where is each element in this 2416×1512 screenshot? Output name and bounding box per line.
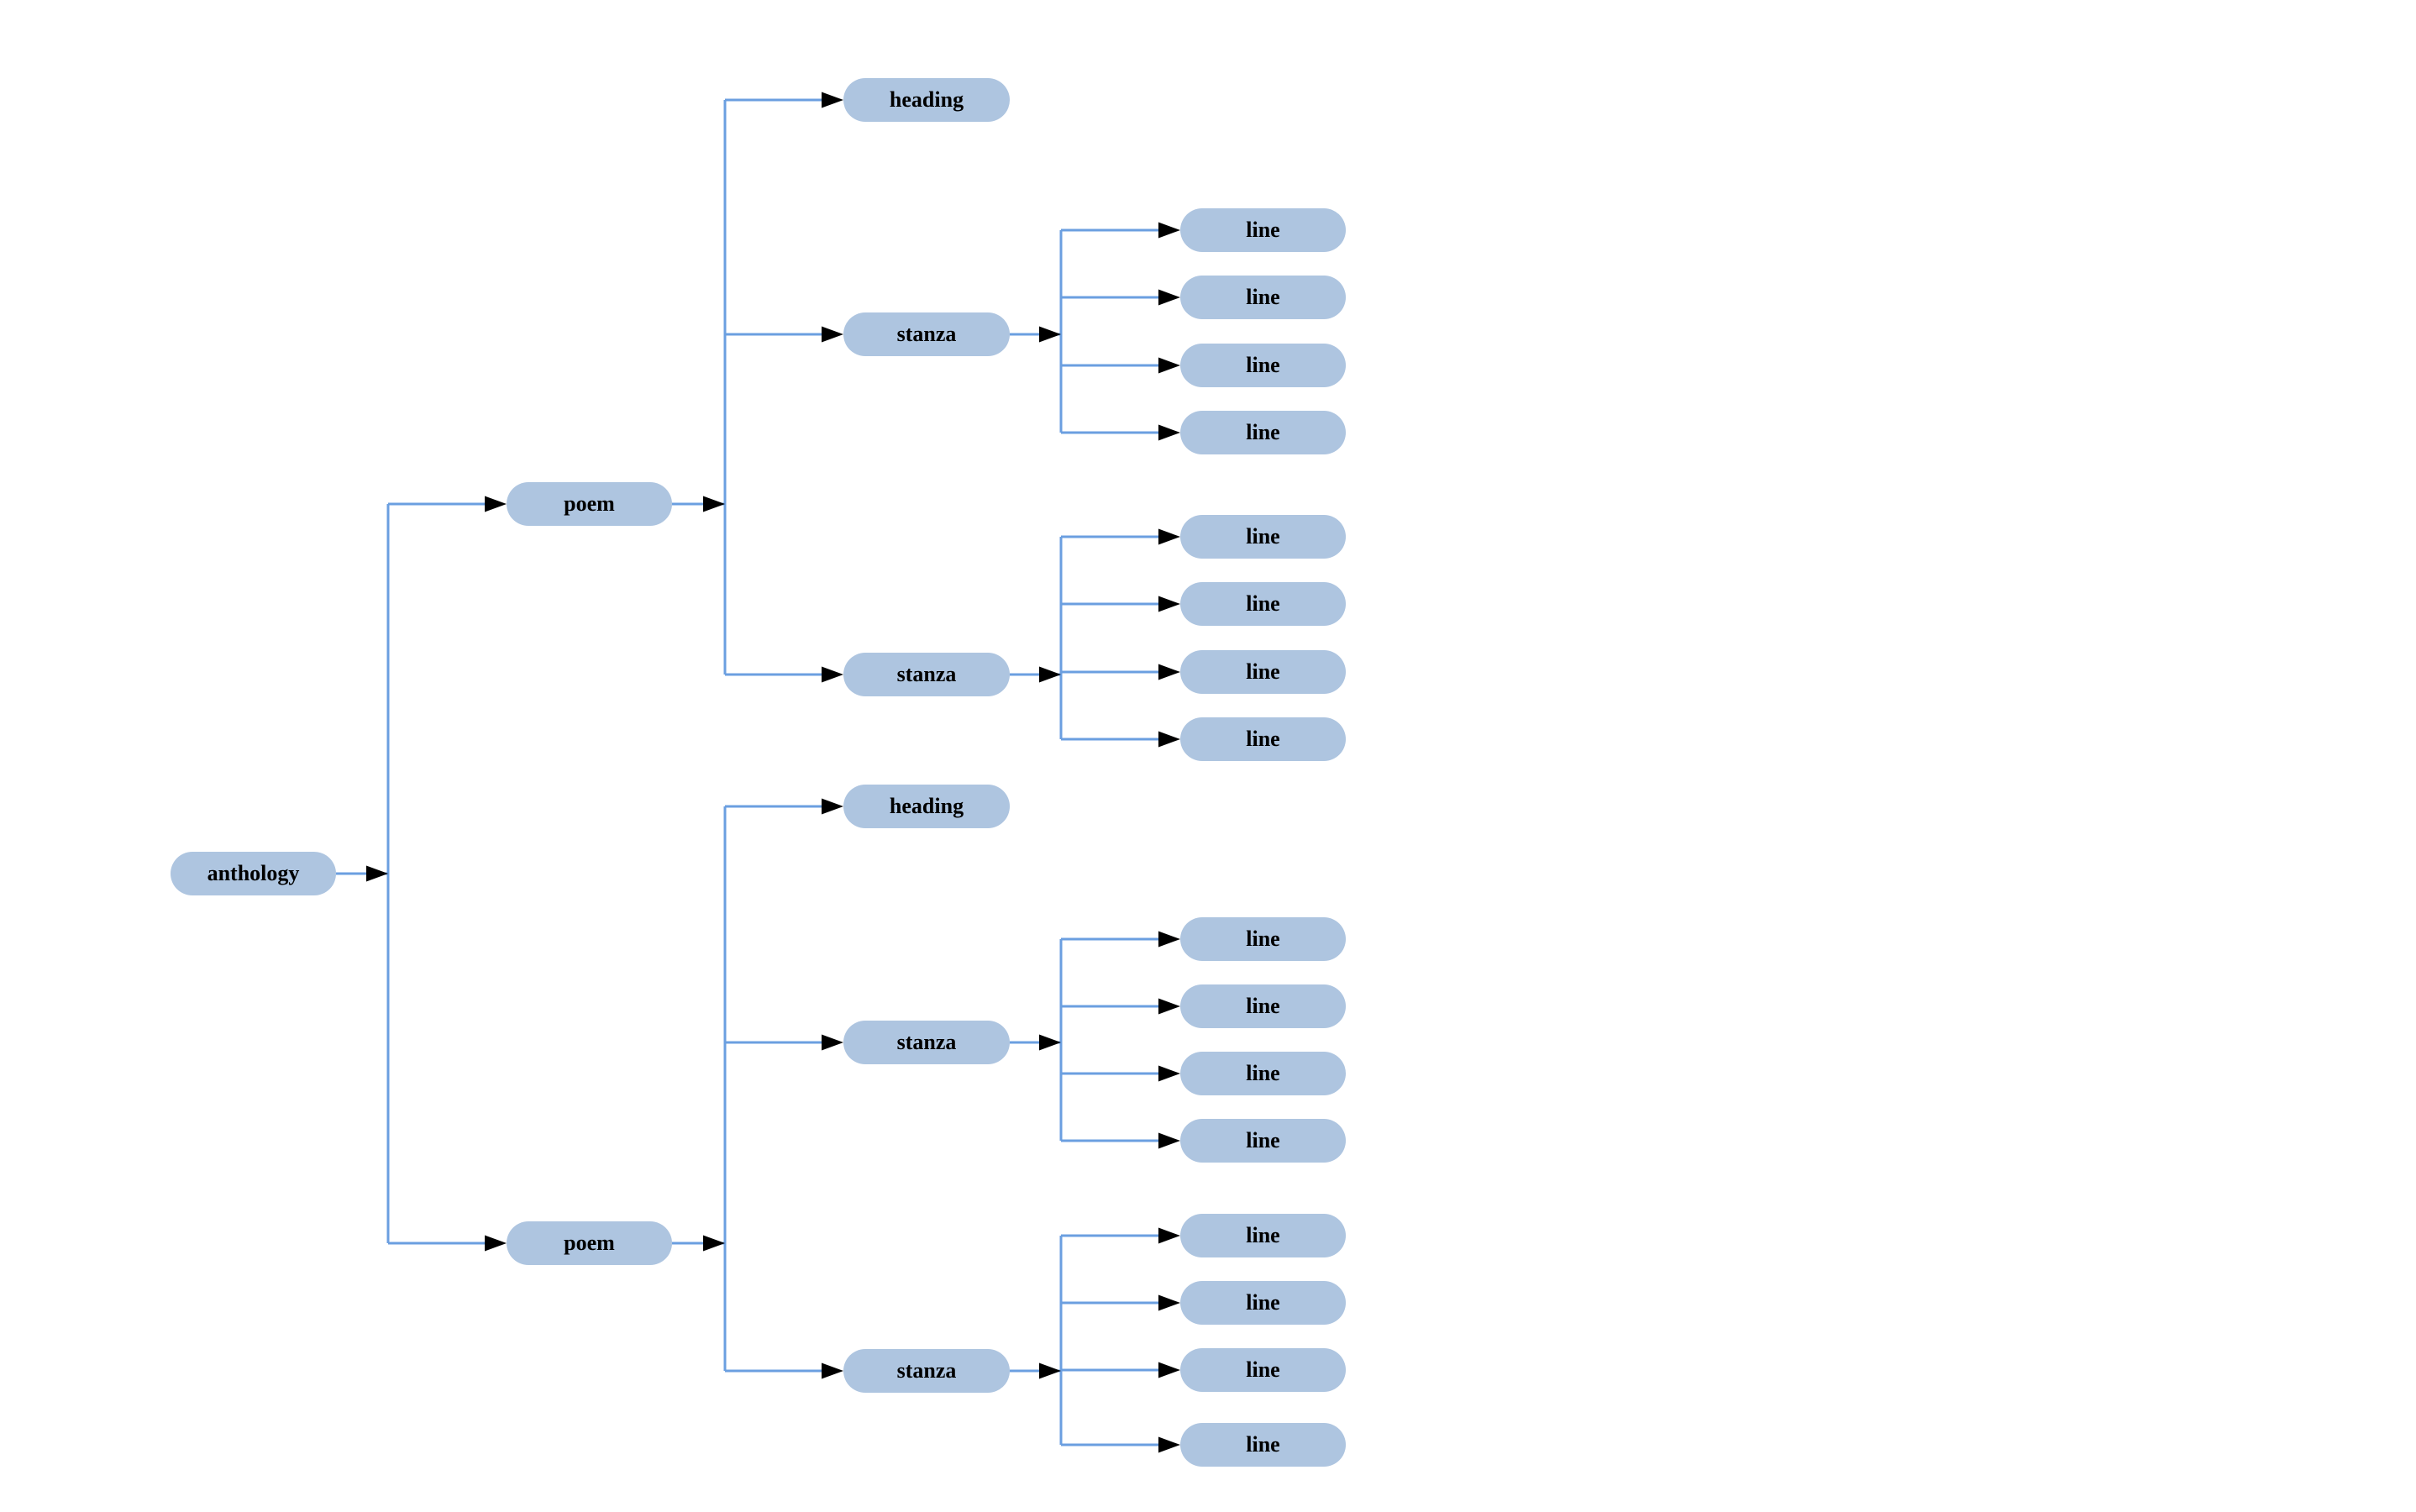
node-stanza-1-2[interactable]: stanza [843,653,1010,696]
node-line-1-1-4[interactable]: line [1180,411,1346,454]
arrowhead-into-trunk-stanza-1-1 [1039,326,1061,343]
arrowhead-line-2-1-1 [1158,931,1180,948]
arrowhead-heading-1 [822,92,843,108]
node-stanza-2-2[interactable]: stanza [843,1349,1010,1393]
node-label: line [1246,1357,1280,1382]
node-label: line [1246,659,1280,684]
arrowhead-line-2-2-1 [1158,1227,1180,1244]
node-label: stanza [896,1358,957,1383]
node-line-2-2-3[interactable]: line [1180,1348,1346,1392]
node-label: line [1246,420,1280,444]
arrowhead-line-1-1-1 [1158,222,1180,239]
node-label: line [1246,1061,1280,1085]
arrowhead-line-2-2-4 [1158,1436,1180,1453]
node-label: poem [564,491,615,516]
node-line-1-2-4[interactable]: line [1180,717,1346,761]
node-line-2-2-2[interactable]: line [1180,1281,1346,1325]
node-label: line [1246,1432,1280,1457]
node-line-2-1-2[interactable]: line [1180,984,1346,1028]
arrowhead-stanza-2-2 [822,1362,843,1379]
node-line-1-1-2[interactable]: line [1180,276,1346,319]
arrowhead-line-1-1-2 [1158,289,1180,306]
node-label: line [1246,1128,1280,1152]
node-label: anthology [207,861,300,885]
node-label: stanza [896,662,957,686]
node-heading-2[interactable]: heading [843,785,1010,828]
arrowhead-into-trunk-poem-1 [703,496,725,512]
arrowhead-line-1-2-1 [1158,528,1180,545]
node-label: heading [889,87,964,112]
node-poem-2[interactable]: poem [507,1221,672,1265]
node-label: line [1246,353,1280,377]
node-line-1-1-1[interactable]: line [1180,208,1346,252]
node-label: stanza [896,1030,957,1054]
node-label: line [1246,727,1280,751]
node-label: line [1246,218,1280,242]
node-label: poem [564,1231,615,1255]
arrowhead-line-2-1-2 [1158,998,1180,1015]
arrowhead-line-1-2-2 [1158,596,1180,612]
arrowhead-line-1-1-4 [1158,424,1180,441]
arrowhead-into-trunk-stanza-1-2 [1039,666,1061,683]
node-heading-1[interactable]: heading [843,78,1010,122]
node-label: line [1246,285,1280,309]
arrowhead-poem-2 [485,1235,507,1252]
node-label: line [1246,927,1280,951]
node-line-2-2-1[interactable]: line [1180,1214,1346,1257]
node-label: line [1246,1223,1280,1247]
arrowhead-line-1-1-3 [1158,357,1180,374]
node-anthology[interactable]: anthology [171,852,336,895]
node-line-1-2-3[interactable]: line [1180,650,1346,694]
node-stanza-2-1[interactable]: stanza [843,1021,1010,1064]
node-label: stanza [896,322,957,346]
arrowhead-line-2-1-4 [1158,1132,1180,1149]
node-label: heading [889,794,964,818]
node-line-2-2-4[interactable]: line [1180,1423,1346,1467]
arrowhead-into-trunk-stanza-2-1 [1039,1034,1061,1051]
node-label: line [1246,591,1280,616]
arrowhead-stanza-1-1 [822,326,843,343]
node-label: line [1246,524,1280,549]
arrowhead-poem-1 [485,496,507,512]
node-line-2-1-3[interactable]: line [1180,1052,1346,1095]
node-label: line [1246,994,1280,1018]
arrowhead-line-1-2-4 [1158,731,1180,748]
arrowhead-line-2-2-3 [1158,1362,1180,1378]
arrowhead-heading-2 [822,798,843,815]
arrowhead-stanza-1-2 [822,666,843,683]
node-poem-1[interactable]: poem [507,482,672,526]
arrowhead-line-2-2-2 [1158,1294,1180,1311]
node-label: line [1246,1290,1280,1315]
node-line-1-2-2[interactable]: line [1180,582,1346,626]
arrowhead-line-2-1-3 [1158,1065,1180,1082]
arrowhead-into-trunk-poem-2 [703,1235,725,1252]
node-line-2-1-4[interactable]: line [1180,1119,1346,1163]
node-line-2-1-1[interactable]: line [1180,917,1346,961]
node-line-1-1-3[interactable]: line [1180,344,1346,387]
arrowhead-stanza-2-1 [822,1034,843,1051]
arrowhead-line-1-2-3 [1158,664,1180,680]
arrowhead-into-trunk-anthology [366,865,388,882]
node-line-1-2-1[interactable]: line [1180,515,1346,559]
arrowhead-into-trunk-stanza-2-2 [1039,1362,1061,1379]
node-stanza-1-1[interactable]: stanza [843,312,1010,356]
